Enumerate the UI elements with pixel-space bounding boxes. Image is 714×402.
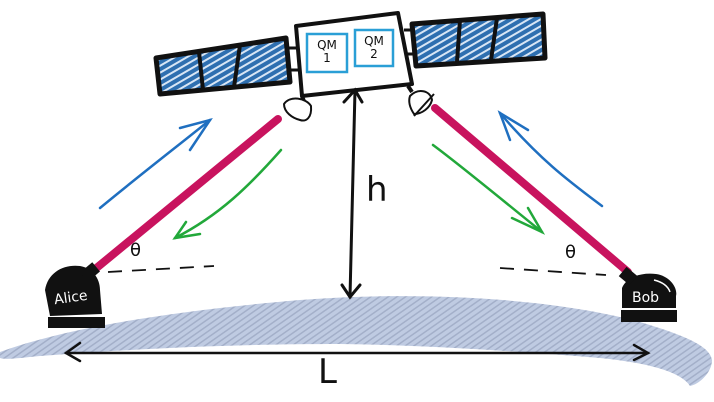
left-downlink-arrow — [172, 148, 283, 240]
distance-label: L — [318, 352, 337, 392]
earth-surface — [0, 296, 712, 386]
qm1-box — [305, 32, 349, 74]
qm2-label: QM 2 — [356, 35, 392, 61]
satellite-body — [294, 11, 414, 98]
height-label: h — [366, 170, 388, 210]
right-angle-label: θ — [565, 242, 577, 263]
qm1-label: QM 1 — [309, 39, 345, 65]
height-arrow — [340, 87, 364, 300]
distance-arrow — [63, 341, 651, 363]
right-horizon-dashed-line — [499, 267, 607, 276]
bob-ground-station — [618, 266, 677, 322]
qm2-label-bottom: 2 — [370, 47, 378, 61]
left-horizon-dashed-line — [107, 265, 215, 273]
left-angle-label: θ — [130, 240, 142, 261]
left-solar-panel — [153, 35, 298, 97]
alice-ground-station — [45, 262, 105, 328]
right-link-beam — [431, 104, 632, 276]
qm2-label-top: QM — [364, 34, 384, 48]
qm2-box — [353, 28, 395, 68]
left-uplink-arrow — [98, 117, 213, 210]
qm1-label-top: QM — [317, 38, 337, 52]
right-downlink-arrow — [431, 143, 546, 235]
satellite-telescope-left — [282, 95, 313, 122]
right-solar-panel — [404, 11, 548, 69]
bob-label: Bob — [632, 290, 660, 306]
satellite-telescope-right — [406, 84, 435, 117]
qm1-label-bottom: 1 — [323, 51, 331, 65]
left-link-beam — [90, 115, 282, 274]
right-uplink-arrow — [497, 110, 604, 208]
